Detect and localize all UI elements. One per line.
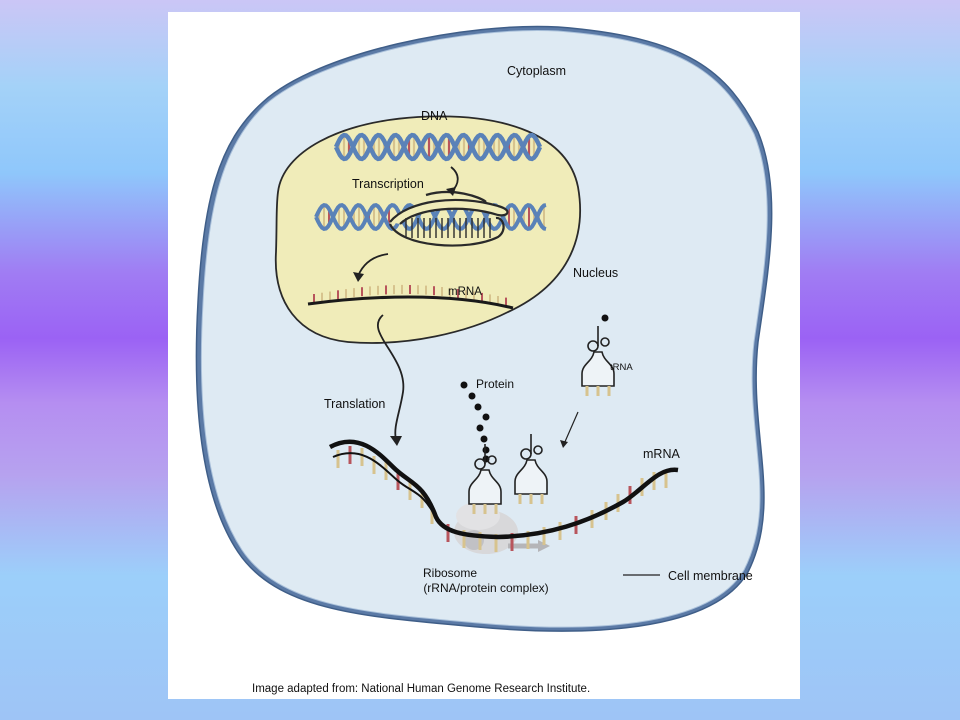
translation-arrowhead xyxy=(390,436,402,446)
mrna-nucleus-label: mRNA xyxy=(448,286,482,298)
mrna-export-arrow xyxy=(357,253,389,277)
protein-chain xyxy=(460,381,490,463)
slide-panel: Cytoplasm DNA Transcription Nucleus mRNA… xyxy=(168,12,800,699)
mrna-cytoplasm-label: mRNA xyxy=(643,447,680,461)
mrna-export-arrowhead xyxy=(353,272,364,282)
transcription-arrowhead xyxy=(446,187,456,196)
cell-membrane-label: Cell membrane xyxy=(668,569,753,583)
trna-molecules xyxy=(468,314,615,514)
cytoplasm-mrna xyxy=(328,439,679,552)
nucleus-label: Nucleus xyxy=(573,266,618,280)
cytoplasm-label: Cytoplasm xyxy=(507,64,566,78)
dna-helix xyxy=(333,132,543,162)
trna-arrow xyxy=(563,411,579,445)
protein-label: Protein xyxy=(476,377,514,391)
nucleus-mrna xyxy=(307,284,514,310)
credit-text: Image adapted from: National Human Genom… xyxy=(252,683,590,695)
ribosome-label: Ribosome xyxy=(423,566,477,580)
transcription-label: Transcription xyxy=(352,177,424,191)
trna-arrowhead xyxy=(560,440,568,448)
ribosome-sublabel: (rRNA/protein complex) xyxy=(423,581,548,595)
protein-synthesis-diagram: Cytoplasm DNA Transcription Nucleus mRNA… xyxy=(195,25,773,695)
translation-label: Translation xyxy=(324,397,385,411)
translation-arrow xyxy=(376,314,405,441)
dna-label: DNA xyxy=(421,109,448,123)
transcription-bubble xyxy=(314,190,547,247)
trna-label: tRNA xyxy=(610,362,633,373)
